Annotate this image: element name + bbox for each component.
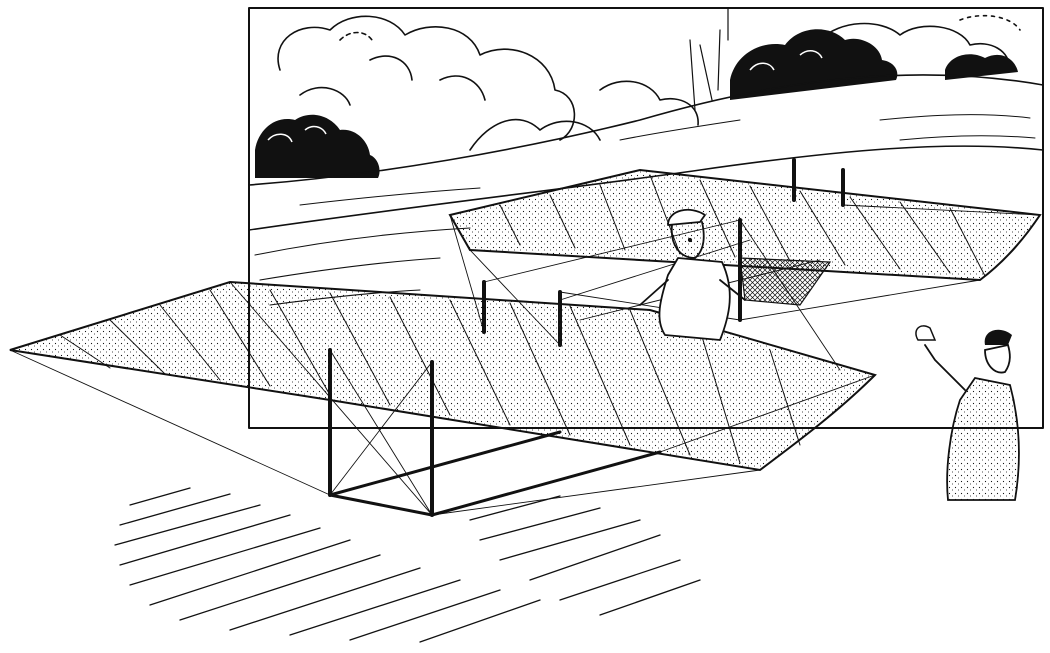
seat-mesh bbox=[739, 257, 832, 306]
lower-wing bbox=[9, 280, 877, 472]
glider-pilot bbox=[639, 208, 746, 341]
hills bbox=[248, 74, 1044, 306]
clouds bbox=[277, 14, 1021, 151]
biplane-glider bbox=[9, 158, 1042, 517]
ground-hatching bbox=[114, 487, 701, 643]
wing-struts bbox=[328, 158, 845, 517]
spectator bbox=[915, 325, 1020, 501]
tree-clusters bbox=[255, 29, 1018, 178]
upper-wing-ribs bbox=[499, 174, 986, 277]
lower-wing-ribs bbox=[59, 289, 801, 464]
landing-skids bbox=[328, 430, 662, 517]
